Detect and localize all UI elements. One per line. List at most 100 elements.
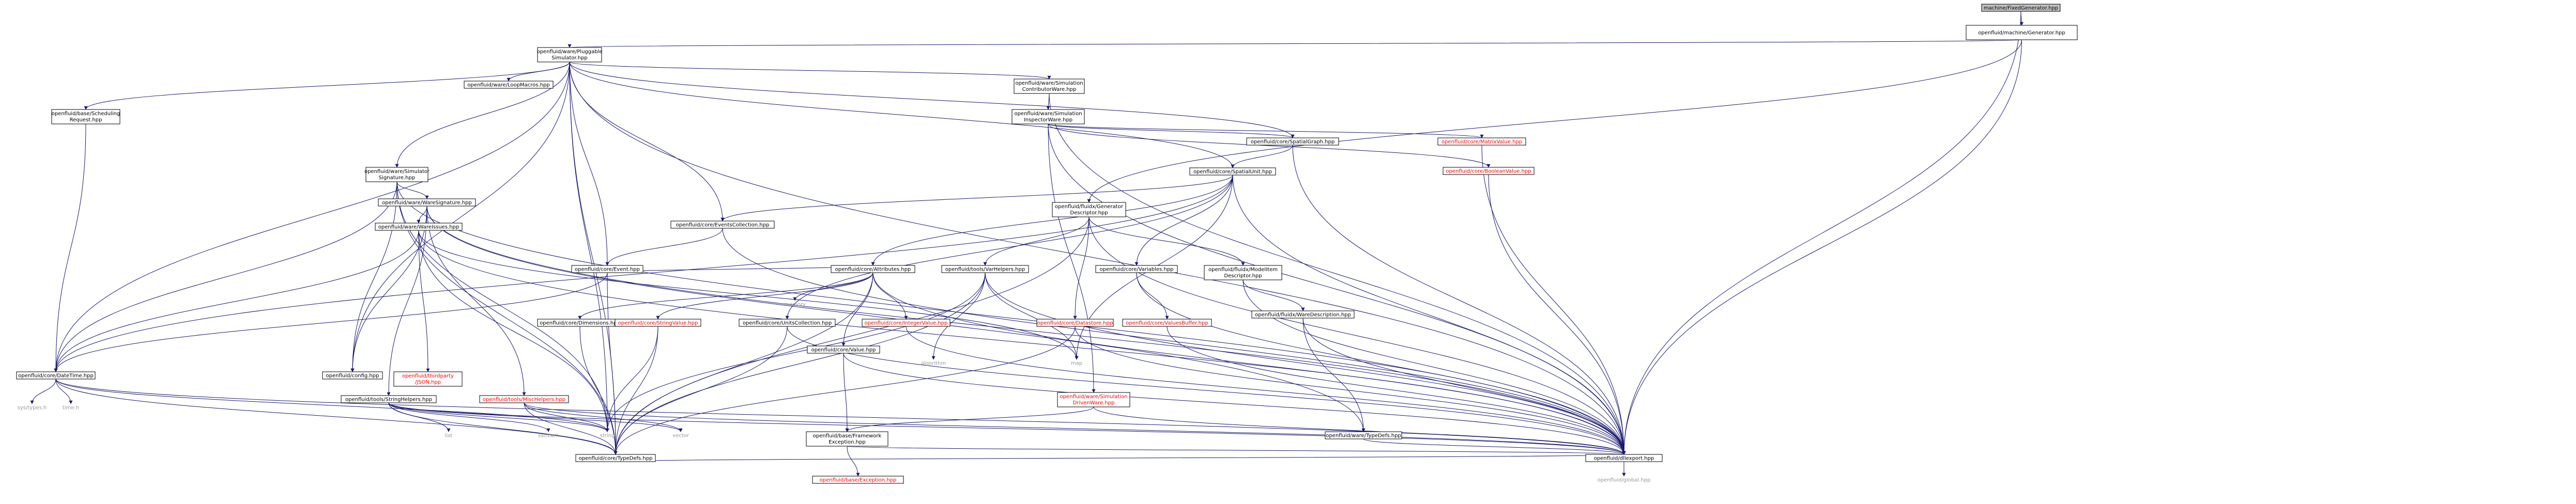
include-edge	[1481, 145, 1626, 455]
include-edge-path	[845, 406, 1094, 432]
include-edge	[1087, 39, 2022, 203]
header-file-node: memory	[784, 302, 806, 308]
header-file-node[interactable]: openfluid/ware/WareIssues.hpp	[375, 223, 463, 231]
include-edge-path	[418, 230, 1079, 360]
node-label: openfluid/core/StringValue.hpp	[618, 321, 698, 326]
include-edge	[395, 61, 570, 168]
node-label: openfluid/ware/Simulator	[364, 169, 430, 175]
header-file-node[interactable]: openfluid/config.hpp	[322, 371, 383, 380]
include-edge	[1302, 318, 1626, 455]
include-edge-path	[54, 175, 1233, 372]
header-file-node[interactable]: openfluid/dllexport.hpp	[1585, 454, 1663, 462]
node-box	[1437, 137, 1526, 146]
include-edge	[569, 39, 2022, 48]
node-box	[464, 81, 554, 89]
node-label: openfluid/core/Datastore.hpp	[1037, 321, 1113, 326]
node-label: openfluid/core/TypeDefs.hpp	[579, 456, 653, 462]
include-edge-path	[569, 61, 618, 455]
header-file-node[interactable]: openfluid/ware/SimulationContributorWare…	[1014, 78, 1085, 94]
header-file-node: openfluid/thirdparty/JSON.hpp	[393, 371, 463, 387]
include-edge-path	[55, 379, 618, 455]
node-label: time.h	[63, 405, 79, 411]
include-edge-path	[579, 326, 618, 455]
include-edge-path	[54, 272, 608, 372]
node-box	[1966, 25, 2078, 40]
header-file-node[interactable]: openfluid/fluidx/WareDescription.hpp	[1251, 310, 1355, 319]
include-edge	[396, 181, 609, 432]
node-label: openfluid/core/EventsCollection.hpp	[676, 223, 770, 228]
include-edge-path	[847, 446, 860, 477]
node-box	[479, 395, 569, 403]
include-edge	[847, 446, 1626, 455]
include-edge-path	[1302, 318, 1626, 455]
root-file-node[interactable]: machine/FixedGenerator.hpp	[1981, 4, 2061, 12]
header-file-node: vector	[672, 433, 689, 439]
include-edge-path	[569, 61, 1235, 168]
node-box	[1443, 167, 1535, 175]
include-edge	[30, 379, 56, 404]
header-file-node[interactable]: openfluid/core/SpatialUnit.hpp	[1189, 167, 1276, 176]
header-file-node[interactable]: openfluid/ware/LoopMacros.hpp	[464, 81, 554, 89]
include-edge	[569, 61, 725, 222]
node-box	[1204, 265, 1282, 280]
include-edge-path	[843, 353, 849, 432]
include-edge	[426, 206, 1626, 455]
include-edge	[605, 326, 658, 432]
header-file-node[interactable]: openfluid/machine/Generator.hpp	[1966, 25, 2078, 40]
node-box	[739, 319, 836, 327]
header-file-node[interactable]: openfluid/core/Event.hpp	[571, 265, 643, 273]
node-box	[365, 167, 428, 182]
node-box	[1036, 319, 1114, 327]
include-edge	[841, 272, 873, 346]
header-file-node[interactable]: openfluid/core/EventsCollection.hpp	[670, 220, 775, 229]
header-file-node[interactable]: openfluid/core/UnitsCollection.hpp	[739, 319, 836, 327]
node-label: /JSON.hpp	[415, 380, 441, 385]
include-edge-path	[1088, 216, 1245, 266]
include-edge	[605, 228, 723, 266]
header-file-node: openfluid/base/Exception.hpp	[812, 476, 904, 484]
include-edge-path	[985, 272, 1079, 360]
node-box	[51, 109, 120, 124]
header-file-node[interactable]: openfluid/core/Dimensions.hpp	[537, 319, 623, 327]
include-edge	[1243, 279, 1305, 311]
header-file-node[interactable]: openfluid/ware/TypeDefs.hpp	[1325, 431, 1402, 439]
include-edge	[906, 326, 1626, 455]
include-edge-path	[1134, 175, 1233, 266]
node-label: list	[445, 433, 453, 439]
node-label: DrivenWare.hpp	[1073, 400, 1115, 406]
include-edge	[396, 181, 429, 199]
include-edge	[931, 272, 986, 360]
node-label: openfluid/ware/Simulation	[1015, 81, 1083, 86]
header-file-node[interactable]: openfluid/tools/VarHelpers.hpp	[941, 265, 1029, 273]
include-edge	[569, 61, 618, 455]
header-file-node[interactable]: openfluid/core/SpatialGraph.hpp	[1246, 137, 1339, 146]
include-edge-path	[614, 326, 658, 455]
include-edge-path	[388, 402, 1626, 455]
include-edge	[426, 206, 526, 396]
header-file-node[interactable]: openfluid/core/DateTime.hpp	[16, 371, 96, 380]
header-file-node[interactable]: openfluid/core/Value.hpp	[807, 345, 880, 354]
include-edge	[1136, 272, 1169, 320]
header-file-node[interactable]: openfluid/core/Attributes.hpp	[831, 265, 915, 273]
include-edge-path	[524, 402, 618, 455]
node-box	[1014, 78, 1085, 94]
header-file-node[interactable]: openfluid/ware/WareSignature.hpp	[378, 198, 476, 207]
header-file-node[interactable]: openfluid/core/TypeDefs.hpp	[575, 454, 656, 462]
node-box	[575, 454, 656, 462]
include-edge-path	[1073, 216, 1090, 320]
header-file-node[interactable]: openfluid/ware/SimulationInspectorWare.h…	[1011, 109, 1085, 124]
header-file-node[interactable]: openfluid/tools/StringHelpers.hpp	[341, 395, 437, 403]
node-box	[1011, 109, 1085, 124]
include-edge	[1088, 216, 1626, 455]
header-file-node[interactable]: openfluid/core/Variables.hpp	[1095, 265, 1178, 273]
include-edge-path	[656, 272, 873, 320]
include-edge	[1622, 11, 2021, 455]
node-box	[16, 371, 96, 380]
node-label: InspectorWare.hpp	[1024, 117, 1072, 123]
